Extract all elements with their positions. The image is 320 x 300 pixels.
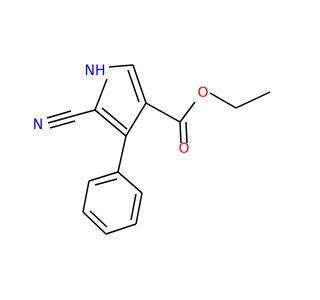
molecule-structure-diagram: NH N O O bbox=[33, 63, 271, 235]
phenyl-bond-6 bbox=[117, 171, 143, 194]
bond-c4-ccarbonyl bbox=[145, 102, 181, 123]
bond-oester-ch2 bbox=[209, 92, 237, 109]
bond-ccarbonyl-oester bbox=[179, 101, 196, 123]
nitrile-triple-3 bbox=[49, 120, 76, 129]
nitrile-triple-1 bbox=[47, 115, 74, 124]
bond-c3-c4 bbox=[125, 102, 147, 137]
phenyl-ring bbox=[82, 135, 143, 235]
nh-h-label: H bbox=[95, 63, 106, 79]
bond-ch2-ch3 bbox=[235, 91, 271, 109]
phenyl-bond-1 bbox=[88, 171, 119, 182]
phenyl-bond-3 bbox=[82, 211, 107, 235]
phenyl-inner-1 bbox=[89, 210, 108, 228]
bond-c4-c5 bbox=[132, 64, 147, 104]
atom-labels: NH N O O bbox=[33, 63, 209, 157]
bond-ccarbonyl-ocarbonyl bbox=[179, 121, 182, 144]
bond-n1-c2 bbox=[94, 78, 108, 111]
phenyl-bond-2 bbox=[82, 180, 90, 213]
phenyl-bond-4 bbox=[105, 223, 137, 235]
phenyl-inner-2 bbox=[130, 193, 137, 221]
phenyl-inner-3 bbox=[94, 178, 118, 186]
ester-group bbox=[145, 91, 271, 144]
nh-n-label: N bbox=[84, 63, 94, 79]
nitrile-group bbox=[46, 109, 96, 129]
bond-c2-c3-double bbox=[101, 107, 128, 130]
bond-c3-phenyl bbox=[117, 135, 127, 173]
atom-label-ester-o: O bbox=[197, 85, 208, 101]
bond-c2-cnitrile bbox=[72, 109, 96, 117]
bond-c5-n1 bbox=[108, 64, 134, 68]
bond-c2-c3 bbox=[94, 109, 127, 137]
nitrile-triple-2 bbox=[46, 110, 72, 119]
bond-ccarbonyl-ocarbonyl-double bbox=[185, 121, 188, 144]
pyrrole-ring bbox=[94, 64, 147, 137]
phenyl-bond-5 bbox=[135, 192, 143, 225]
bond-c4-c5-double bbox=[127, 69, 140, 103]
atom-label-nitrile-n: N bbox=[33, 117, 43, 133]
atom-label-nh: NH bbox=[84, 63, 105, 79]
atom-label-carbonyl-o: O bbox=[178, 141, 189, 157]
